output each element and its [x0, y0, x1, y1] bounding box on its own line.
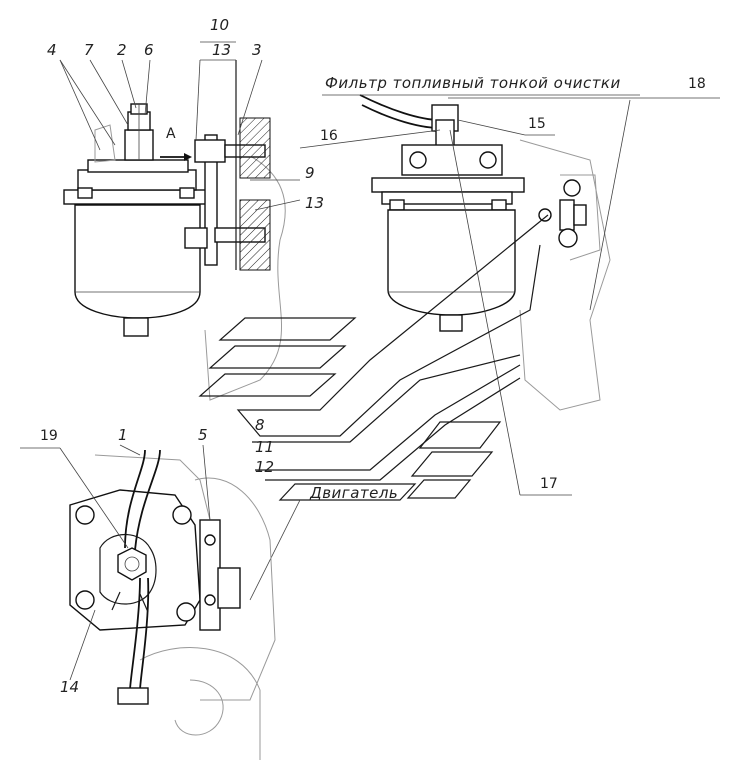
- left-drain-plug: [123, 317, 149, 337]
- engine-block-section-bottom: [239, 199, 271, 271]
- right-callouts: Фильтр топливный тонкой очистки 18 15 16…: [299, 74, 720, 496]
- right-filter-view: [359, 94, 611, 411]
- callout-6: 6: [144, 41, 154, 59]
- left-bracket: [204, 134, 218, 266]
- callout-2: 2: [117, 41, 127, 59]
- engine-label: Двигатель: [309, 484, 398, 502]
- callout-8: 8: [255, 416, 265, 434]
- right-filter-bowl: [387, 209, 516, 316]
- callout-3: 3: [252, 41, 262, 59]
- right-filter-flange: [371, 177, 525, 193]
- callout-14: 14: [60, 678, 79, 696]
- left-filter-bowl: [74, 204, 201, 319]
- callout-4: 4: [47, 41, 57, 59]
- callout-13-bottom: 13: [305, 194, 324, 212]
- callout-7: 7: [84, 41, 94, 59]
- view-marker-a: А: [166, 126, 176, 142]
- pipe-routing: 8 11 12 Двигатель: [198, 214, 549, 601]
- right-drain-plug: [439, 314, 463, 332]
- callout-1: 1: [118, 426, 128, 444]
- diagram-title: Фильтр топливный тонкой очистки: [325, 74, 621, 92]
- callout-18: 18: [688, 76, 706, 92]
- callout-10: 10: [210, 16, 229, 34]
- callout-9: 9: [305, 164, 315, 182]
- left-filter-view: [63, 60, 286, 401]
- left-callouts: 4 7 2 6 10 13 3 9 13 А: [47, 16, 324, 212]
- callout-13-top: 13: [212, 41, 231, 59]
- fuel-pipe-top: [359, 94, 441, 121]
- callout-12: 12: [255, 458, 274, 476]
- callout-11: 11: [255, 438, 274, 456]
- callout-17: 17: [540, 476, 558, 492]
- engine-block-section-top: [239, 117, 271, 179]
- callout-5: 5: [198, 426, 208, 444]
- callout-19: 19: [40, 428, 58, 444]
- bottom-callouts: 19 1 5 14: [20, 426, 211, 696]
- callout-15: 15: [528, 116, 546, 132]
- banjo-nut: [117, 547, 147, 581]
- bottom-flange-view: [69, 449, 276, 760]
- callout-16: 16: [320, 128, 338, 144]
